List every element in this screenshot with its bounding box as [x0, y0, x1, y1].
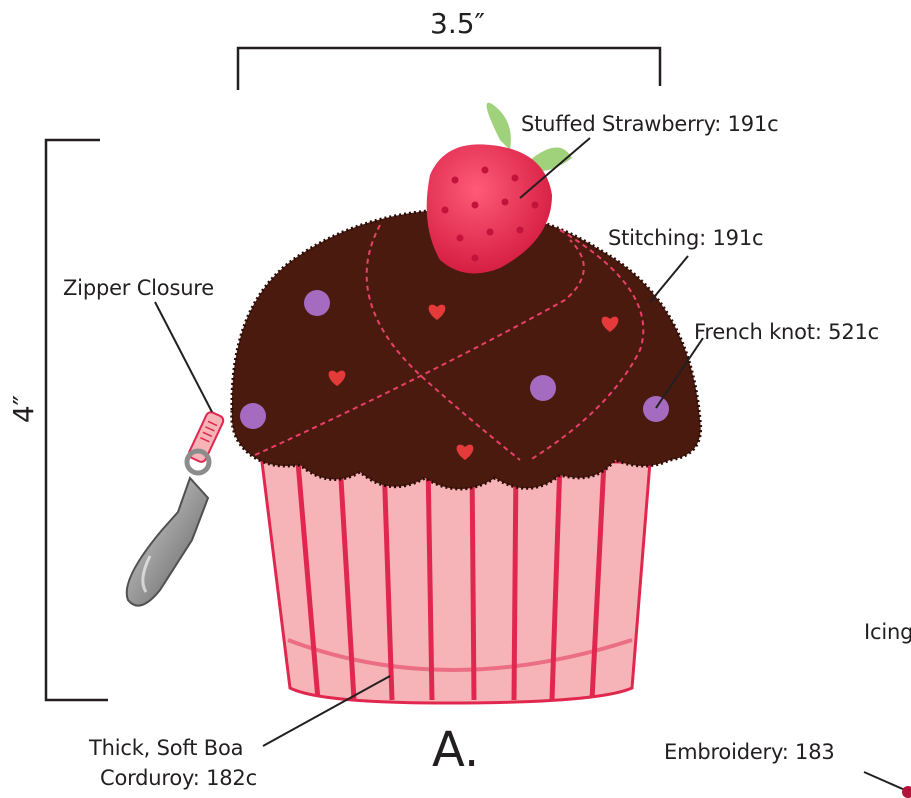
width-dimension-label: 3.5″ — [430, 10, 485, 38]
figure-letter: A. — [432, 726, 479, 774]
height-dimension-label: 4″ — [10, 395, 38, 423]
lobster-clasp — [127, 451, 209, 606]
french-knot-label: French knot: 521c — [694, 322, 879, 343]
zipper-label: Zipper Closure — [63, 278, 214, 299]
embroidery-fragment — [902, 786, 911, 798]
icing-label: Icing — [864, 622, 911, 643]
stitching-label: Stitching: 191c — [608, 228, 763, 249]
boa-label-line1: Thick, Soft Boa — [89, 738, 243, 759]
strawberry-label: Stuffed Strawberry: 191c — [521, 114, 778, 135]
embroidery-label: Embroidery: 183 — [664, 742, 835, 763]
width-dimension-bracket — [238, 48, 660, 90]
cupcake-wrapper — [262, 462, 650, 703]
boa-label-line2: Corduroy: 182c — [100, 768, 257, 789]
height-dimension-bracket — [46, 140, 108, 700]
